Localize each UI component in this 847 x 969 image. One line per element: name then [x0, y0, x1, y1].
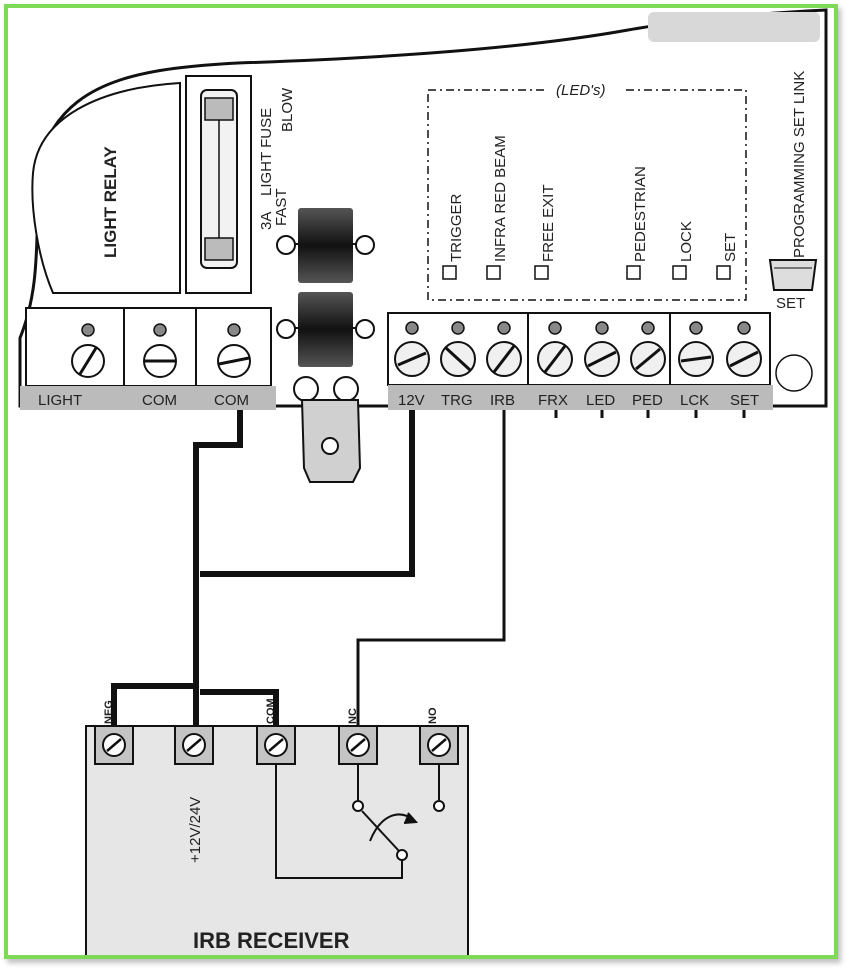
terminal-label-set: SET: [730, 392, 759, 409]
terminal-label-frx: FRX: [538, 392, 568, 409]
tab-pad-right: [333, 376, 359, 402]
spade-tab-hole: [321, 437, 339, 455]
receiver-terminal-12v-24v[interactable]: [174, 725, 214, 765]
set-link-button[interactable]: [768, 259, 818, 291]
led-set-label: SET: [722, 233, 739, 262]
led-set: SET: [716, 233, 739, 280]
coil-1: [298, 208, 353, 283]
led-free-exit-label: FREE EXIT: [540, 184, 557, 262]
terminal-lck[interactable]: [678, 321, 714, 377]
fuse-cap-bottom: [204, 237, 234, 261]
wire-12v-to-com: [200, 410, 415, 577]
terminal-com-2[interactable]: [217, 323, 251, 378]
receiver-label-nc: NC: [347, 708, 359, 724]
mounting-hole: [775, 354, 813, 392]
terminal-com-1[interactable]: [143, 323, 177, 378]
led-free-exit: FREE EXIT: [534, 184, 557, 280]
coil2-pad-left: [276, 319, 296, 339]
led-trigger-icon: [442, 265, 457, 280]
wiring-diagram: LIGHT RELAY 3A FAST LIGHT FUSE BLOW (LED…: [18, 8, 828, 955]
terminal-label-irb: IRB: [490, 392, 515, 409]
terminal-irb[interactable]: [486, 321, 522, 377]
terminal-label-trg: TRG: [441, 392, 473, 409]
coil2-pad-right: [355, 319, 375, 339]
led-lock-icon: [672, 265, 687, 280]
led-pedestrian: PEDESTRIAN: [626, 166, 649, 280]
terminal-12v[interactable]: [394, 321, 430, 377]
receiver-terminal-com[interactable]: [256, 725, 296, 765]
programming-set-link-label: PROGRAMMING SET LINK: [791, 71, 808, 258]
led-infra-red-beam-icon: [486, 265, 501, 280]
terminal-led[interactable]: [584, 321, 620, 377]
fuse-blow: BLOW: [279, 87, 296, 132]
wire-com-to-neg: [111, 410, 243, 726]
terminal-label-ped: PED: [632, 392, 663, 409]
coil1-pad-right: [355, 235, 375, 255]
terminal-ped[interactable]: [630, 321, 666, 377]
led-lock: LOCK: [672, 221, 695, 280]
fuse-rating: 3A: [258, 212, 275, 230]
terminal-label-com-2: COM: [214, 392, 249, 409]
coil-2: [298, 292, 353, 367]
led-box: [427, 89, 747, 301]
led-infra-red-beam-label: INFRA RED BEAM: [492, 135, 509, 262]
receiver-label-no: NO: [427, 707, 439, 724]
light-relay-label: LIGHT RELAY: [101, 146, 120, 258]
terminal-label-led: LED: [586, 392, 615, 409]
set-button-label: SET: [776, 295, 805, 312]
tab-pad-left: [293, 376, 319, 402]
terminal-set[interactable]: [726, 321, 762, 377]
wire-irb-to-nc: [356, 410, 506, 726]
receiver-terminal-nc[interactable]: [338, 725, 378, 765]
light-relay: [31, 81, 181, 294]
terminal-ticks: [554, 410, 746, 418]
led-free-exit-icon: [534, 265, 549, 280]
led-trigger-label: TRIGGER: [448, 193, 465, 262]
terminal-label-com-1: COM: [142, 392, 177, 409]
led-pedestrian-label: PEDESTRIAN: [632, 166, 649, 262]
led-title-bg: [548, 80, 626, 100]
diagram-frame: LIGHT RELAY 3A FAST LIGHT FUSE BLOW (LED…: [4, 4, 838, 959]
led-pedestrian-icon: [626, 265, 641, 280]
fuse-type: FAST: [273, 188, 290, 226]
receiver-terminal-neg[interactable]: [94, 725, 134, 765]
terminal-label-lck: LCK: [680, 392, 709, 409]
terminal-label-strip-right: [388, 385, 773, 410]
terminal-frx[interactable]: [537, 321, 573, 377]
fuse-cap-top: [204, 97, 234, 121]
receiver-terminal-no[interactable]: [419, 725, 459, 765]
receiver-label-12v-24v: +12V/24V: [187, 797, 204, 863]
terminal-label-light: LIGHT: [38, 392, 82, 409]
led-trigger: TRIGGER: [442, 193, 465, 280]
relay-switch-icon: [275, 764, 445, 879]
terminal-label-12v: 12V: [398, 392, 425, 409]
fuse-name: LIGHT FUSE: [258, 108, 275, 196]
led-box-title: (LED's): [556, 82, 606, 99]
terminal-trg[interactable]: [440, 321, 476, 377]
wire-12v-branch-to-com: [200, 689, 279, 726]
coil1-pad-left: [276, 235, 296, 255]
irb-receiver-title: IRB RECEIVER: [193, 928, 350, 953]
led-infra-red-beam: INFRA RED BEAM: [486, 135, 509, 280]
wiring: [111, 410, 506, 726]
terminal-label-strip-left: [20, 386, 276, 410]
terminal-light[interactable]: [71, 323, 105, 378]
board-top-tab: [648, 12, 820, 42]
led-lock-label: LOCK: [678, 221, 695, 262]
led-set-icon: [716, 265, 731, 280]
